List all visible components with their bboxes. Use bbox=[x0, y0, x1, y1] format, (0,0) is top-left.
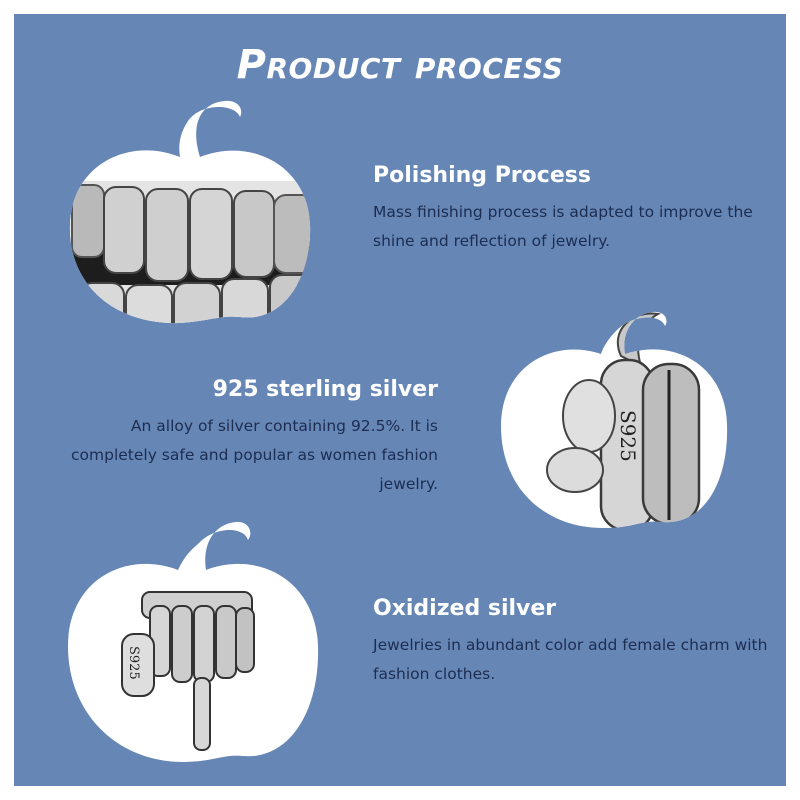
skeleton-finger-ring-925-stamp-icon: S925 bbox=[501, 311, 728, 528]
skeleton-teeth-ring-closeup-icon bbox=[69, 100, 311, 324]
section-text: Mass finishing process is adapted to imp… bbox=[373, 203, 753, 250]
s925-stamp-text: S925 bbox=[126, 646, 141, 680]
section-text: Jewelries in abundant color add female c… bbox=[373, 636, 768, 683]
s925-stamp-text: S925 bbox=[616, 410, 640, 462]
section-heading: Oxidized silver bbox=[373, 596, 557, 621]
section-sterling-silver: 925 sterling silver An alloy of silver c… bbox=[60, 377, 438, 499]
skeleton-hand-ring-icon: S925 bbox=[68, 521, 319, 762]
section-oxidized-silver: Oxidized silver Jewelries in abundant co… bbox=[373, 596, 773, 689]
section-heading: Polishing Process bbox=[373, 163, 591, 188]
section-heading: 925 sterling silver bbox=[212, 377, 438, 402]
section-text: An alloy of silver containing 92.5%. It … bbox=[71, 417, 438, 493]
section-polishing-process: Polishing Process Mass finishing process… bbox=[373, 163, 773, 256]
page-title: Product process bbox=[236, 42, 564, 88]
